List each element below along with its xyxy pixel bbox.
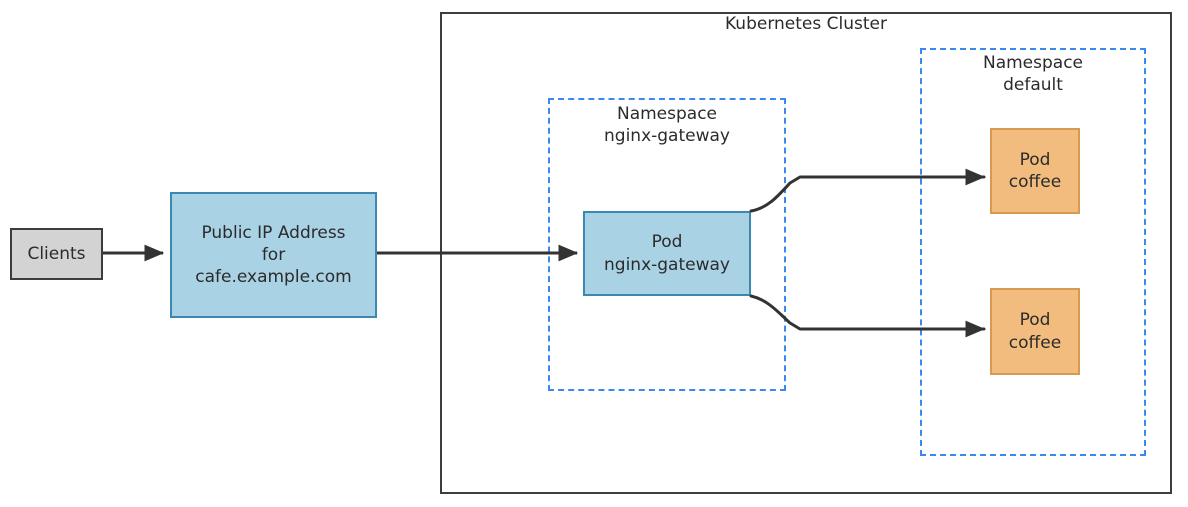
namespace-nginx-gateway-label: Namespace nginx-gateway [604,104,730,147]
namespace-default [920,48,1146,456]
public-ip-address-node: Public IP Address for cafe.example.com [170,192,377,318]
namespace-nginx-gateway [548,98,786,391]
pod-coffee-node-2: Pod coffee [990,288,1080,375]
pod-nginx-gateway-node: Pod nginx-gateway [583,211,751,296]
clients-node: Clients [10,228,103,280]
pod-coffee-node-1: Pod coffee [990,128,1080,214]
namespace-default-label: Namespace default [982,53,1084,96]
kubernetes-cluster-title: Kubernetes Cluster [725,14,887,34]
